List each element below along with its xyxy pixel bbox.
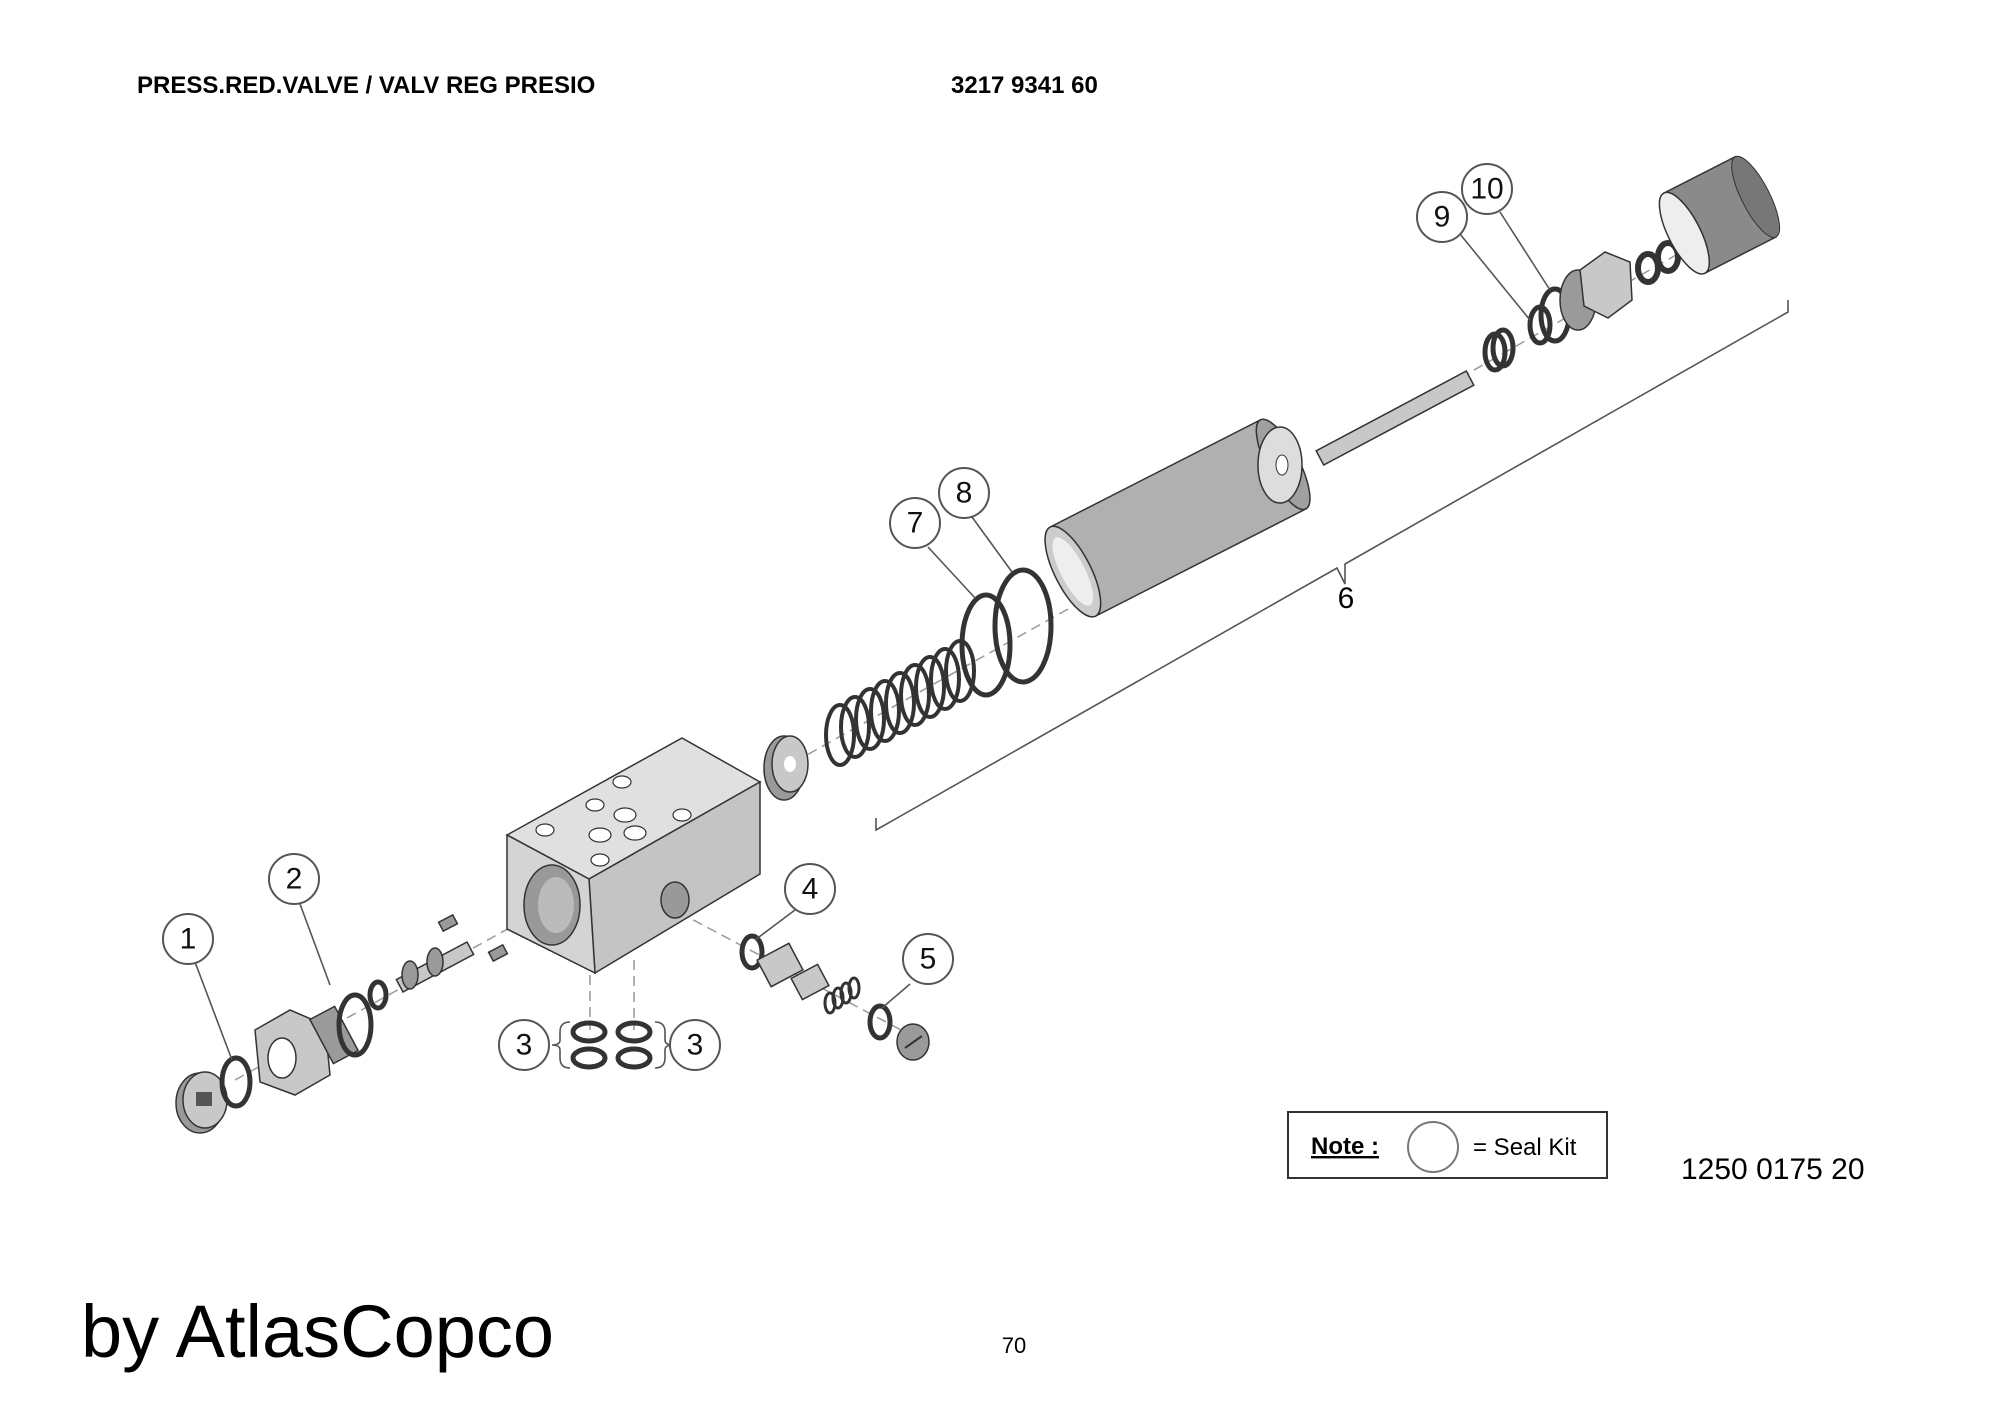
seal-kit-note: Note : = Seal Kit bbox=[1287, 1111, 1608, 1179]
callout-7: 7 bbox=[889, 497, 941, 549]
part-adjuster bbox=[1482, 155, 1781, 373]
callout-9: 9 bbox=[1416, 191, 1468, 243]
center-line-spring bbox=[779, 579, 1121, 771]
watermark: by AtlasCopco bbox=[81, 1290, 554, 1373]
callout-6: 6 bbox=[1338, 582, 1355, 615]
svg-text:4: 4 bbox=[802, 873, 819, 906]
assembly-bracket bbox=[875, 300, 1789, 832]
svg-text:3: 3 bbox=[687, 1029, 704, 1062]
note-label: Note : bbox=[1311, 1133, 1379, 1160]
part-spool bbox=[367, 913, 509, 1011]
callout-3-right: 3 bbox=[669, 1019, 721, 1071]
svg-text:2: 2 bbox=[286, 863, 303, 896]
part-number: 3217 9341 60 bbox=[951, 72, 1098, 99]
drawing-number: 1250 0175 20 bbox=[1681, 1153, 1865, 1186]
svg-text:1: 1 bbox=[180, 923, 197, 956]
o-ring-8 bbox=[992, 567, 1054, 685]
svg-text:5: 5 bbox=[920, 943, 937, 976]
diagram-title: PRESS.RED.VALVE / VALV REG PRESIO bbox=[137, 72, 595, 99]
callout-5: 5 bbox=[902, 933, 954, 985]
page-number: 70 bbox=[1002, 1333, 1026, 1358]
part-cylinder bbox=[1044, 370, 1475, 618]
seal-kit-circle-icon bbox=[1407, 1121, 1459, 1173]
callout-10: 10 bbox=[1461, 163, 1513, 215]
svg-text:9: 9 bbox=[1434, 201, 1451, 234]
center-line-left bbox=[234, 899, 561, 1081]
o-ring-7 bbox=[959, 592, 1013, 698]
part-spring bbox=[824, 639, 976, 767]
leader-lines bbox=[194, 211, 1551, 1061]
part-plug bbox=[175, 1055, 253, 1134]
callout-2: 2 bbox=[268, 853, 320, 905]
svg-text:10: 10 bbox=[1470, 173, 1503, 206]
callout-4: 4 bbox=[784, 863, 836, 915]
svg-text:3: 3 bbox=[516, 1029, 533, 1062]
svg-text:7: 7 bbox=[907, 507, 924, 540]
note-legend: = Seal Kit bbox=[1473, 1134, 1577, 1161]
callout-3-left: 3 bbox=[498, 1019, 550, 1071]
part-nut bbox=[254, 992, 374, 1096]
valve-block bbox=[505, 737, 762, 975]
part-piston bbox=[763, 735, 809, 801]
svg-text:8: 8 bbox=[956, 477, 973, 510]
part-check-valve bbox=[739, 933, 930, 1061]
callout-8: 8 bbox=[938, 467, 990, 519]
callout-1: 1 bbox=[162, 913, 214, 965]
seal-rings bbox=[551, 1020, 674, 1070]
